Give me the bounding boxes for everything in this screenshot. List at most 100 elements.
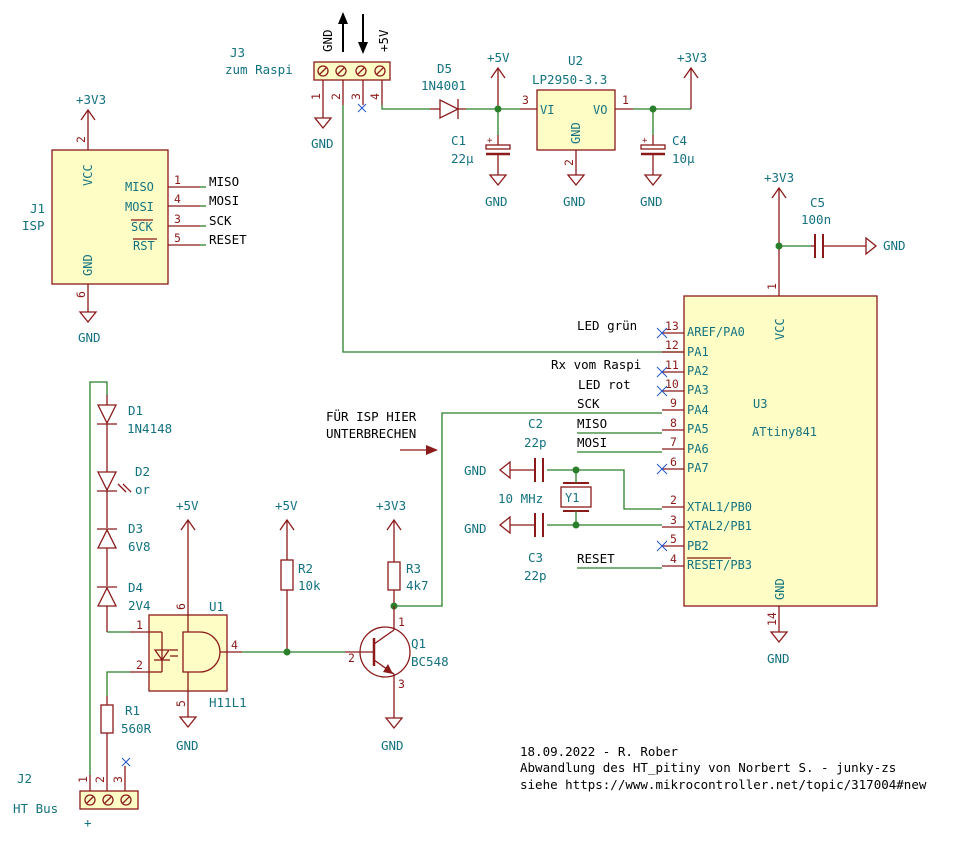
capacitor-c1: C1 22µ + GND (451, 133, 511, 209)
svg-text:3: 3 (398, 677, 405, 691)
no-connect-mark (656, 385, 668, 397)
connector-j2: J2 HT Bus + 1 2 3 (13, 757, 139, 830)
diode-ladder: D1 1N4148 D2 or D3 6V8 D4 2V4 (89, 381, 172, 775)
svg-text:+3V3: +3V3 (76, 92, 106, 107)
svg-text:10 MHz: 10 MHz (498, 491, 543, 506)
svg-text:GND: GND (767, 651, 790, 666)
svg-text:J2: J2 (17, 771, 32, 786)
svg-text:6V8: 6V8 (128, 539, 151, 554)
svg-text:GND: GND (883, 238, 906, 253)
svg-text:R1: R1 (125, 703, 140, 718)
svg-text:4: 4 (368, 93, 382, 100)
svg-text:GND: GND (176, 738, 199, 753)
svg-text:1: 1 (309, 93, 323, 100)
svg-text:4: 4 (670, 552, 677, 566)
svg-text:PA6: PA6 (687, 442, 709, 456)
svg-text:C5: C5 (810, 195, 825, 210)
svg-text:6: 6 (174, 603, 188, 610)
svg-text:3: 3 (349, 93, 363, 100)
svg-text:PA4: PA4 (687, 403, 709, 417)
svg-text:J1: J1 (30, 201, 45, 216)
svg-text:2: 2 (74, 136, 88, 143)
svg-text:ATtiny841: ATtiny841 (752, 425, 817, 439)
svg-text:C2: C2 (528, 416, 543, 431)
svg-text:100n: 100n (801, 212, 831, 227)
svg-text:4: 4 (231, 638, 238, 652)
isp-note: FÜR ISP HIER UNTERBRECHEN (326, 408, 438, 455)
svg-text:VCC: VCC (81, 164, 95, 186)
svg-text:GND: GND (640, 194, 663, 209)
svg-text:8: 8 (670, 416, 677, 430)
svg-text:2V4: 2V4 (128, 598, 151, 613)
svg-text:2: 2 (93, 776, 107, 783)
resistor-r3: +3V3 R3 4k7 (376, 498, 429, 610)
svg-text:SCK: SCK (131, 220, 153, 234)
svg-text:MISO: MISO (125, 180, 154, 194)
resistor-r1: R1 560R (100, 671, 152, 775)
svg-text:Abwandlung des HT_pitiny von N: Abwandlung des HT_pitiny von Norbert S. … (520, 760, 896, 775)
svg-text:PA7: PA7 (687, 461, 709, 475)
svg-text:D5: D5 (437, 61, 452, 76)
j3-value: zum Raspi (225, 62, 293, 77)
svg-text:H11L1: H11L1 (209, 695, 247, 710)
svg-text:5: 5 (670, 532, 677, 546)
svg-text:6: 6 (670, 455, 677, 469)
connector-j1-isp: J1 ISP +3V3 2 VCC GND 6 GND MISO MOSI SC… (22, 92, 247, 345)
svg-text:R3: R3 (406, 561, 421, 576)
svg-text:1N4148: 1N4148 (127, 421, 172, 436)
footer-notes: 18.09.2022 - R. Rober Abwandlung des HT_… (520, 744, 927, 792)
svg-text:+: + (642, 136, 648, 146)
svg-text:GND: GND (569, 122, 583, 144)
svg-text:GND: GND (773, 578, 787, 600)
svg-text:MISO: MISO (577, 416, 607, 431)
svg-text:1: 1 (398, 615, 405, 629)
svg-text:BC548: BC548 (411, 654, 449, 669)
svg-text:+5V: +5V (176, 498, 199, 513)
svg-text:GND: GND (311, 136, 334, 151)
svg-text:3: 3 (670, 513, 677, 527)
svg-text:3: 3 (522, 93, 529, 107)
svg-text:PA1: PA1 (687, 345, 709, 359)
svg-text:XTAL1/PB0: XTAL1/PB0 (687, 500, 752, 514)
svg-text:6: 6 (74, 291, 88, 298)
svg-text:RESET/PB3: RESET/PB3 (687, 558, 752, 572)
svg-text:FÜR ISP HIER: FÜR ISP HIER (326, 408, 417, 424)
svg-text:XTAL2/PB1: XTAL2/PB1 (687, 519, 752, 533)
svg-text:Q1: Q1 (411, 636, 426, 651)
svg-text:GND: GND (464, 521, 487, 536)
svg-text:2: 2 (562, 159, 576, 166)
svg-text:22p: 22p (524, 435, 547, 450)
svg-text:RESET: RESET (577, 551, 615, 566)
svg-text:+3V3: +3V3 (376, 498, 406, 513)
no-connect-mark (656, 463, 668, 475)
svg-text:D3: D3 (128, 521, 143, 536)
supply-3v3-top: +3V3 (677, 50, 707, 109)
no-connect-mark (656, 366, 668, 378)
svg-text:VCC: VCC (773, 318, 787, 340)
svg-text:SCK: SCK (577, 396, 600, 411)
svg-text:MOSI: MOSI (125, 200, 154, 214)
svg-text:7: 7 (670, 435, 677, 449)
svg-text:R2: R2 (298, 561, 313, 576)
svg-text:2: 2 (348, 651, 355, 665)
svg-text:560R: 560R (121, 721, 152, 736)
svg-text:1: 1 (622, 93, 629, 107)
svg-text:5: 5 (174, 700, 188, 707)
svg-text:VO: VO (593, 103, 607, 117)
svg-text:D4: D4 (128, 580, 143, 595)
regulator-u2: U2 LP2950-3.3 3 VI VO 1 GND 2 GND (520, 53, 691, 209)
svg-text:Y1: Y1 (565, 491, 579, 505)
svg-text:C4: C4 (672, 133, 687, 148)
svg-text:U3: U3 (753, 397, 767, 411)
mcu-u3: +3V3 1 C5 100n GND VCC U3 ATtiny841 GND … (394, 170, 906, 666)
svg-text:+5V: +5V (275, 498, 298, 513)
svg-text:1N4001: 1N4001 (421, 78, 466, 93)
svg-text:MOSI: MOSI (209, 193, 239, 208)
svg-text:GND: GND (485, 194, 508, 209)
svg-text:1: 1 (174, 173, 181, 187)
capacitor-c3: C3 22p GND (464, 513, 547, 583)
svg-text:MOSI: MOSI (577, 435, 607, 450)
svg-text:2: 2 (329, 93, 343, 100)
svg-text:GND: GND (464, 463, 487, 478)
